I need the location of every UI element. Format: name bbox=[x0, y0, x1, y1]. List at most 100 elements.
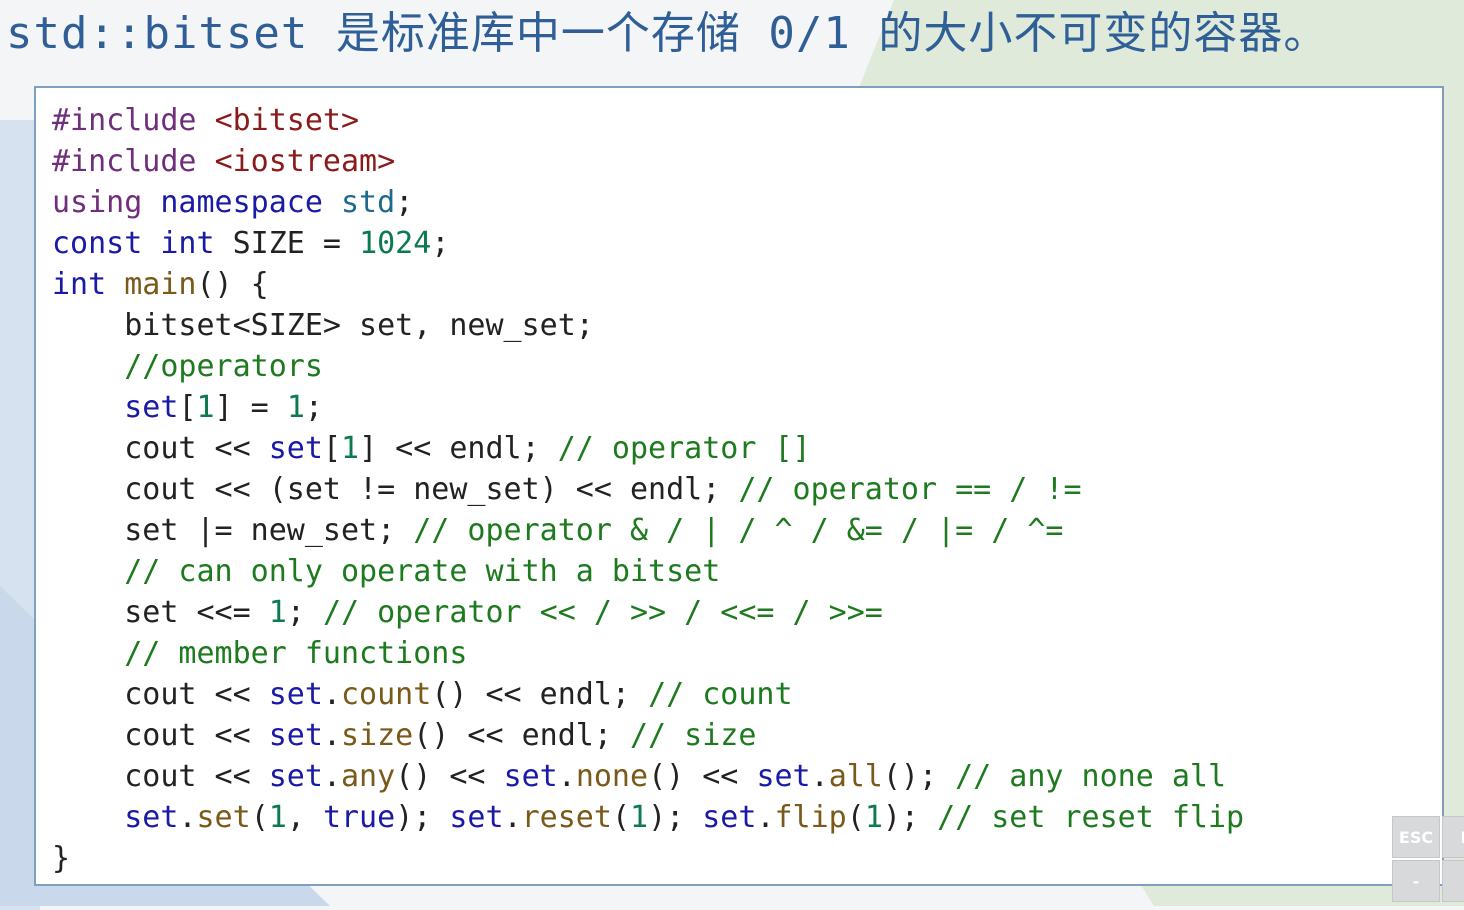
code-token-plain: set |= new_set; bbox=[52, 513, 414, 548]
code-token-number: 1 bbox=[630, 800, 649, 835]
code-token-plain bbox=[52, 390, 124, 425]
code-token-directive: #include bbox=[52, 144, 197, 179]
code-token-include_path: <bitset> bbox=[214, 103, 360, 138]
code-token-plain: cout << bbox=[52, 431, 269, 466]
code-line: cout << set.any() << set.none() << set.a… bbox=[52, 756, 1244, 797]
code-token-comment: // operator [] bbox=[557, 431, 811, 466]
code-token-comment: // operator << / >> / <<= / >>= bbox=[322, 595, 883, 630]
code-token-keyword: set bbox=[756, 759, 811, 794]
code-token-directive: using bbox=[52, 185, 143, 220]
code-token-plain: (); bbox=[882, 759, 956, 794]
code-token-function: set bbox=[196, 800, 251, 835]
code-token-plain: cout << bbox=[52, 759, 269, 794]
code-token-plain bbox=[323, 185, 341, 220]
code-token-plain: () << endl; bbox=[431, 677, 649, 712]
code-token-plain: ); bbox=[882, 800, 938, 835]
code-token-plain: . bbox=[322, 718, 341, 753]
code-token-comment: // can only operate with a bitset bbox=[124, 554, 721, 589]
presentation-controls: ESC F - bbox=[1392, 816, 1464, 906]
code-token-number: 1024 bbox=[359, 226, 432, 261]
code-line: cout << (set != new_set) << endl; // ope… bbox=[52, 469, 1244, 510]
code-token-plain: ); bbox=[648, 800, 703, 835]
code-line: cout << set.count() << endl; // count bbox=[52, 674, 1244, 715]
slide-title: std::bitset 是标准库中一个存储 0/1 的大小不可变的容器。 bbox=[6, 8, 1329, 59]
code-line: set.set(1, true); set.reset(1); set.flip… bbox=[52, 797, 1244, 838]
code-token-number: 1 bbox=[864, 800, 883, 835]
f-key-button[interactable]: F bbox=[1442, 816, 1464, 858]
code-token-plain bbox=[52, 800, 124, 835]
code-token-plain bbox=[142, 185, 160, 220]
code-token-number: 1 bbox=[196, 390, 215, 425]
code-token-comment: // set reset flip bbox=[937, 800, 1245, 835]
code-token-plain: set <<= bbox=[52, 595, 269, 630]
code-token-number: 1 bbox=[341, 431, 360, 466]
code-token-plain: ; bbox=[395, 185, 414, 220]
code-token-keyword: namespace bbox=[160, 185, 323, 220]
code-token-keyword: set bbox=[702, 800, 757, 835]
extra-key-button[interactable] bbox=[1442, 860, 1464, 902]
code-token-plain: cout << bbox=[52, 677, 269, 712]
code-token-plain: ( bbox=[250, 800, 269, 835]
code-line: #include <iostream> bbox=[52, 141, 1244, 182]
code-token-plain: . bbox=[503, 800, 522, 835]
code-token-plain: cout << (set != new_set) << endl; bbox=[52, 472, 739, 507]
code-token-keyword: set bbox=[268, 759, 323, 794]
code-token-function: flip bbox=[774, 800, 847, 835]
code-token-plain: , bbox=[286, 800, 323, 835]
code-line: using namespace std; bbox=[52, 182, 1244, 223]
code-panel: #include <bitset>#include <iostream>usin… bbox=[34, 86, 1444, 886]
code-token-plain bbox=[52, 636, 124, 671]
code-token-plain: ] = bbox=[214, 390, 287, 425]
code-token-plain: SIZE = bbox=[214, 226, 360, 261]
code-token-function: size bbox=[341, 718, 414, 753]
code-line: cout << set.size() << endl; // size bbox=[52, 715, 1244, 756]
code-line: #include <bitset> bbox=[52, 100, 1244, 141]
code-token-keyword: set bbox=[124, 800, 179, 835]
code-token-plain: . bbox=[810, 759, 829, 794]
code-token-plain bbox=[197, 144, 215, 179]
code-token-number: 1 bbox=[268, 800, 287, 835]
code-token-keyword: set bbox=[268, 718, 323, 753]
code-token-comment: //operators bbox=[124, 349, 323, 384]
code-token-plain bbox=[52, 554, 124, 589]
code-token-plain: . bbox=[322, 677, 341, 712]
code-token-comment: // count bbox=[648, 677, 793, 712]
code-token-keyword: set bbox=[268, 431, 323, 466]
code-token-keyword: set bbox=[503, 759, 558, 794]
code-token-comment: // size bbox=[630, 718, 757, 753]
code-token-number: 1 bbox=[286, 390, 305, 425]
code-line: int main() { bbox=[52, 264, 1244, 305]
code-line: } bbox=[52, 838, 1244, 879]
esc-key-button[interactable]: ESC bbox=[1392, 816, 1440, 858]
code-token-plain: . bbox=[557, 759, 576, 794]
code-line: // member functions bbox=[52, 633, 1244, 674]
code-token-function: count bbox=[341, 677, 432, 712]
code-token-plain: cout << bbox=[52, 718, 269, 753]
code-token-function: main bbox=[124, 267, 197, 302]
code-line: set |= new_set; // operator & / | / ^ / … bbox=[52, 510, 1244, 551]
code-token-plain bbox=[106, 267, 124, 302]
code-token-plain: ; bbox=[304, 390, 323, 425]
code-token-plain: ; bbox=[431, 226, 450, 261]
code-token-keyword: set bbox=[268, 677, 323, 712]
code-token-keyword: true bbox=[322, 800, 396, 835]
code-token-plain: ( bbox=[611, 800, 630, 835]
code-token-plain: ; bbox=[286, 595, 323, 630]
code-token-plain: () << endl; bbox=[413, 718, 630, 753]
code-line: //operators bbox=[52, 346, 1244, 387]
code-line: cout << set[1] << endl; // operator [] bbox=[52, 428, 1244, 469]
code-block: #include <bitset>#include <iostream>usin… bbox=[52, 100, 1244, 879]
code-token-keyword: int bbox=[52, 267, 107, 302]
code-token-plain: [ bbox=[322, 431, 341, 466]
code-line: const int SIZE = 1024; bbox=[52, 223, 1244, 264]
code-token-function: none bbox=[575, 759, 649, 794]
minus-key-button[interactable]: - bbox=[1392, 860, 1440, 902]
code-token-plain: ] << endl; bbox=[359, 431, 558, 466]
code-token-keyword: const bbox=[52, 226, 143, 261]
code-token-function: any bbox=[341, 759, 396, 794]
code-token-comment: // any none all bbox=[955, 759, 1227, 794]
code-token-plain: () << bbox=[648, 759, 757, 794]
code-token-keyword: set bbox=[124, 390, 179, 425]
code-token-plain bbox=[52, 349, 124, 384]
code-token-plain: () << bbox=[395, 759, 504, 794]
